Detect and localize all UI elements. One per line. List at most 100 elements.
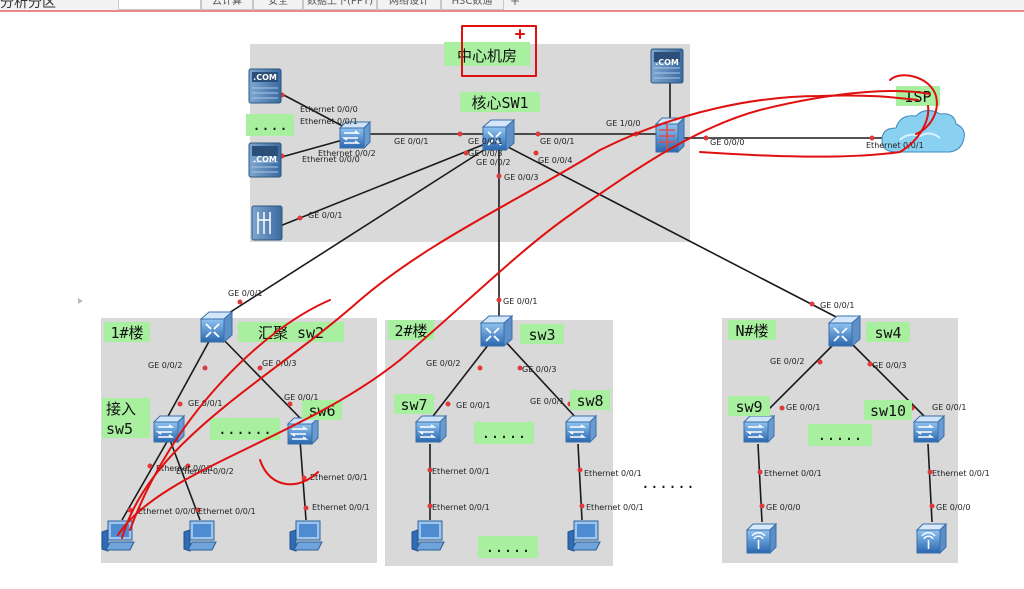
port-label: Ethernet 0/0/0 [138, 507, 196, 516]
server-icon[interactable]: .COM [248, 68, 282, 104]
port-label: GE 0/0/1 [820, 301, 854, 310]
svg-text:接入: 接入 [106, 400, 136, 418]
core-switch-sw3[interactable] [480, 315, 513, 347]
access-point-icon[interactable] [746, 523, 777, 554]
firewall-server-label: .COM [655, 58, 679, 67]
zone-label-building1: 1#楼 [104, 322, 150, 342]
network-links [121, 80, 933, 523]
access-switch-sw10[interactable] [913, 415, 945, 443]
node-label-sw2: 汇聚 sw2 [238, 322, 344, 342]
port-label: Ethernet 0/0/1 [432, 467, 490, 476]
port-label: Ethernet 0/0/1 [866, 141, 924, 150]
access-point-icon[interactable] [916, 523, 947, 554]
server-mid-label: .COM [253, 155, 277, 164]
new-tab-button[interactable]: + [510, 0, 521, 8]
port-label: GE 0/0/2 [476, 158, 510, 167]
port-label: Ethernet 0/0/2 [176, 467, 234, 476]
building1-zone-panel [101, 318, 377, 563]
node-label-sw10: sw10 [864, 400, 912, 420]
port-label: GE 0/0/1 [308, 211, 342, 220]
port-label: GE 0/0/3 [872, 361, 906, 370]
port-label: GE 0/0/1 [456, 401, 490, 410]
port-label: Ethernet 0/0/2 [318, 149, 376, 158]
port-label: GE 0/0/3 [522, 365, 556, 374]
svg-text:1#楼: 1#楼 [110, 324, 143, 342]
core-switch-sw4[interactable] [828, 315, 861, 347]
tab-network-design[interactable]: 网络设计 [376, 0, 442, 10]
svg-text:中心机房: 中心机房 [457, 47, 517, 65]
port-label: GE 0/0/0 [936, 503, 970, 512]
window-title: 分析分区 [0, 0, 56, 11]
port-label: Ethernet 0/0/1 [310, 473, 368, 482]
tab-cloud[interactable]: 云计算 [200, 0, 254, 10]
port-label: Ethernet 0/0/0 [300, 105, 358, 114]
access-switch-sw8[interactable] [565, 415, 597, 443]
port-label: GE 0/0/2 [770, 357, 804, 366]
zone-label-core: 中心机房 [444, 42, 530, 66]
firewall-icon[interactable] [654, 116, 686, 154]
node-label-sw4: sw4 [866, 322, 910, 342]
port-label: GE 0/0/3 [468, 149, 502, 158]
access-switch-sw5[interactable] [153, 415, 185, 443]
node-label-dots-b1: ...... [210, 418, 280, 440]
tab-underline [0, 10, 1024, 12]
svg-text:sw9: sw9 [735, 398, 762, 416]
port-label: Ethernet 0/0/1 [300, 117, 358, 126]
svg-text:......: ...... [218, 420, 272, 438]
node-label-sw8: sw8 [570, 390, 610, 410]
port-label: Ethernet 0/0/1 [312, 503, 370, 512]
tab-data-ppt[interactable]: 数据上下(PPT) [302, 0, 378, 10]
port-label: GE 0/0/0 [710, 138, 744, 147]
svg-text:汇聚 sw2: 汇聚 sw2 [258, 324, 324, 342]
port-label: Ethernet 0/0/1 [764, 469, 822, 478]
server-top-label: .COM [253, 73, 277, 82]
node-label-sw7: sw7 [394, 394, 434, 414]
port-label: GE 0/0/1 [394, 137, 428, 146]
access-switch-sw7[interactable] [415, 415, 447, 443]
node-label-dots-bN: ..... [808, 424, 872, 446]
storage-icon[interactable] [251, 205, 283, 241]
svg-text:2#楼: 2#楼 [394, 322, 427, 340]
access-switch-sw6[interactable] [287, 417, 319, 445]
node-label-dots-b2-pc: ..... [478, 536, 538, 558]
zone-label-buildingN: N#楼 [728, 320, 776, 340]
port-label: Ethernet 0/0/1 [586, 503, 644, 512]
svg-text:N#楼: N#楼 [735, 322, 768, 340]
port-label: Ethernet 0/0/0 [302, 155, 360, 164]
port-label: GE 0/0/3 [504, 173, 538, 182]
svg-text:sw3: sw3 [528, 326, 555, 344]
svg-text:....: .... [252, 116, 288, 134]
port-label: GE 0/0/2 [148, 361, 182, 370]
port-label: Ethernet 0/0/1 [198, 507, 256, 516]
server-icon[interactable]: .COM [248, 142, 282, 178]
svg-text:核心SW1: 核心SW1 [471, 94, 528, 112]
svg-text:sw5: sw5 [106, 420, 133, 438]
port-label: GE 0/0/0 [766, 503, 800, 512]
svg-text:sw8: sw8 [576, 392, 603, 410]
access-switch-sw9[interactable] [743, 415, 775, 443]
port-label: GE 0/0/1 [530, 397, 564, 406]
tab-current[interactable] [118, 0, 202, 10]
svg-text:sw4: sw4 [874, 324, 901, 342]
distribution-switch-sw2[interactable] [200, 311, 233, 343]
port-label: GE 0/0/1 [540, 137, 574, 146]
port-label: GE 0/0/1 [188, 399, 222, 408]
server-icon[interactable]: .COM [650, 48, 684, 84]
port-label: GE 0/0/2 [426, 359, 460, 368]
port-label: GE 0/0/1 [284, 393, 318, 402]
svg-text:.....: ..... [481, 424, 526, 442]
port-label: Ethernet 0/0/1 [932, 469, 990, 478]
svg-text:.....: ..... [485, 538, 530, 556]
tab-security[interactable]: 安全 [252, 0, 304, 10]
node-label-dots-between: ...... [641, 474, 695, 492]
port-label: GE 0/0/1 [468, 137, 502, 146]
node-label-core-sw1: 核心SW1 [460, 92, 540, 112]
port-label: Ethernet 0/0/1 [584, 469, 642, 478]
node-label-sw9: sw9 [728, 396, 770, 416]
tab-h3c[interactable]: H3C数通 [440, 0, 504, 10]
node-label-dots-b2: ..... [474, 422, 534, 444]
zone-label-building2: 2#楼 [388, 320, 434, 340]
slide-marker-icon [78, 298, 83, 304]
red-annotation-strokes [117, 25, 938, 539]
